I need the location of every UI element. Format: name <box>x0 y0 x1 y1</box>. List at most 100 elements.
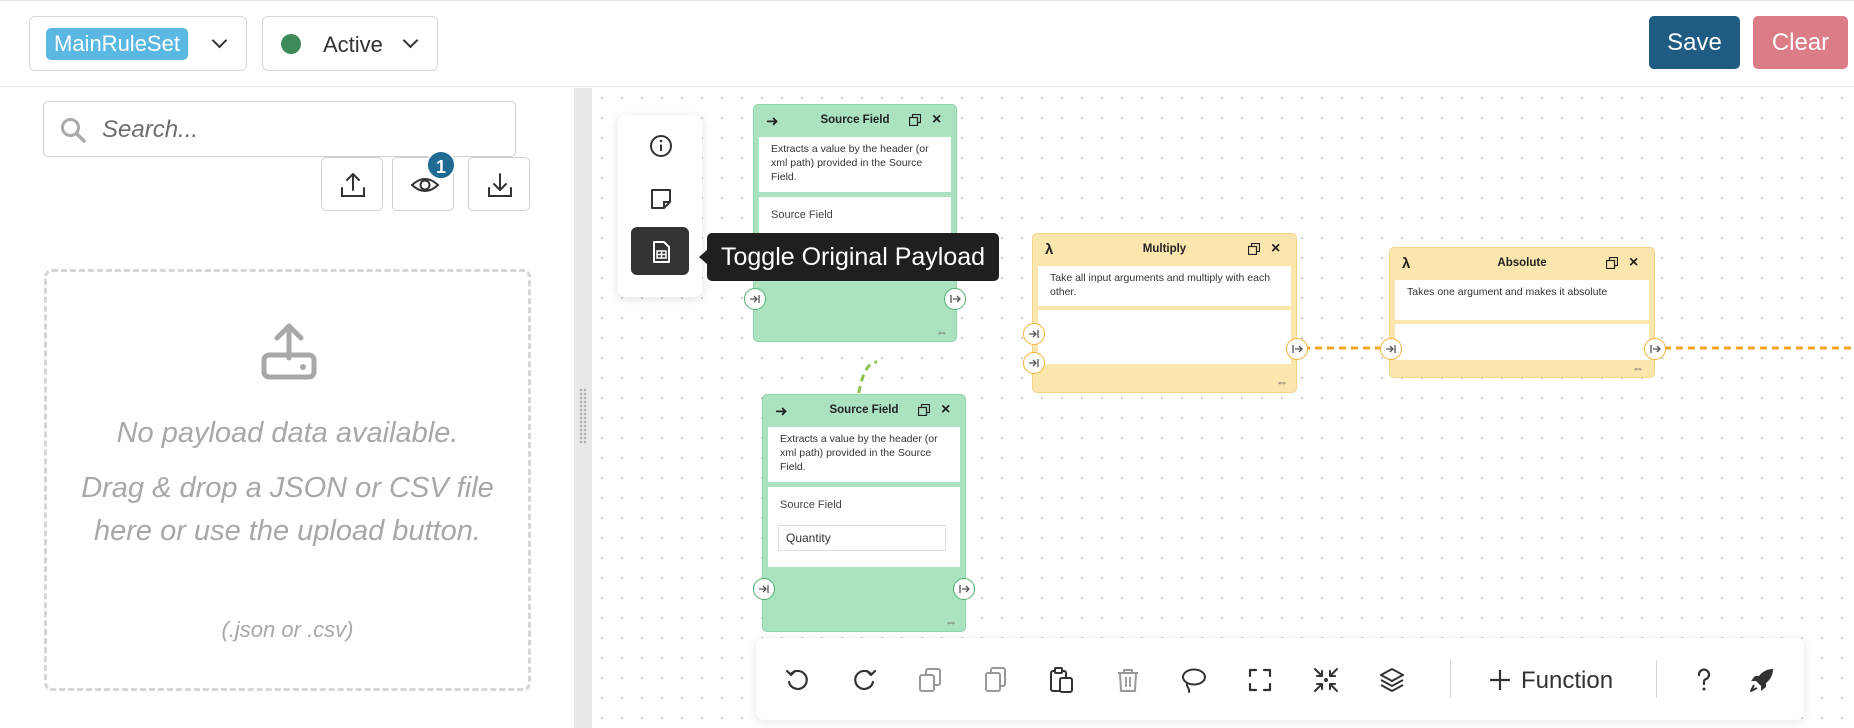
flow-canvas[interactable]: ➜ Source Field × Extracts a value by the… <box>592 88 1854 728</box>
copy-icon[interactable] <box>1606 257 1618 269</box>
redo-button[interactable] <box>844 660 884 700</box>
help-button[interactable] <box>1684 660 1724 700</box>
copy-icon <box>919 668 941 692</box>
upload-icon <box>261 323 317 380</box>
chevron-down-icon <box>211 32 228 49</box>
input-port[interactable] <box>1380 338 1402 360</box>
toolbar-divider <box>1656 660 1657 698</box>
resize-icon[interactable]: ⇔ <box>1632 361 1644 375</box>
port-out-icon <box>950 295 961 303</box>
download-payload-button[interactable] <box>468 157 530 211</box>
layers-icon <box>1380 668 1404 692</box>
node-absolute[interactable]: λ Absolute × Takes one argument and make… <box>1380 247 1666 378</box>
field-label: Source Field <box>780 499 842 511</box>
status-label: Active <box>323 32 383 57</box>
clear-button[interactable]: Clear <box>1753 16 1848 69</box>
header-top-divider <box>0 0 1854 1</box>
search-box <box>43 101 516 157</box>
input-port[interactable] <box>753 578 775 600</box>
node-header[interactable]: λ Absolute × <box>1390 248 1654 280</box>
copy-icon[interactable] <box>909 114 921 126</box>
search-input[interactable] <box>102 110 502 150</box>
upload-icon <box>341 173 365 197</box>
help-icon <box>1697 668 1711 691</box>
header: MainRuleSet Active Save Clear <box>0 0 1854 87</box>
fit-view-button[interactable] <box>1240 660 1280 700</box>
plus-icon <box>1490 670 1510 690</box>
tooltip: Toggle Original Payload <box>698 233 1000 281</box>
port-in-icon <box>759 585 769 593</box>
node-description: Extracts a value by the header (or xml p… <box>759 137 951 192</box>
node-body <box>1038 310 1291 364</box>
input-port[interactable] <box>744 288 766 310</box>
output-port[interactable] <box>944 288 966 310</box>
resize-icon[interactable]: ⇔ <box>936 325 948 339</box>
ruleset-select[interactable]: MainRuleSet <box>29 16 247 71</box>
duplicate-button[interactable] <box>976 660 1016 700</box>
layers-button[interactable] <box>1372 660 1412 700</box>
collapse-icon <box>1314 668 1338 692</box>
lasso-icon <box>1182 668 1206 693</box>
paste-button[interactable] <box>1042 660 1082 700</box>
resize-icon[interactable]: ⇔ <box>1276 375 1288 389</box>
node-source-field-2[interactable]: ➜ Source Field × Extracts a value by the… <box>753 394 975 632</box>
dropzone-instructions: Drag & drop a JSON or CSV file here or u… <box>81 472 494 547</box>
preview-count-badge: 1 <box>426 150 456 180</box>
close-icon[interactable]: × <box>932 111 942 128</box>
node-source-field-1[interactable]: ➜ Source Field × Extracts a value by the… <box>744 104 966 342</box>
undo-icon <box>785 669 808 691</box>
status-select[interactable]: Active <box>262 16 438 71</box>
node-description: Take all input arguments and multiply wi… <box>1038 266 1291 306</box>
ruleset-name: MainRuleSet <box>46 28 188 60</box>
save-button[interactable]: Save <box>1649 16 1740 69</box>
collapse-button[interactable] <box>1306 660 1346 700</box>
duplicate-icon <box>985 667 1006 692</box>
close-icon[interactable]: × <box>1271 240 1281 257</box>
deploy-button[interactable] <box>1742 660 1782 700</box>
node-header[interactable]: ➜ Source Field × <box>763 395 965 427</box>
input-port-2[interactable] <box>1023 352 1045 374</box>
info-button[interactable] <box>631 121 689 169</box>
payload-dropzone[interactable]: No payload data available. Drag & drop a… <box>44 269 531 691</box>
output-port[interactable] <box>1644 338 1666 360</box>
lambda-icon: λ <box>1045 241 1054 258</box>
undo-button[interactable] <box>778 660 818 700</box>
port-out-icon <box>1292 345 1303 353</box>
toggle-original-payload-button[interactable] <box>631 227 689 275</box>
output-port[interactable] <box>953 578 975 600</box>
arrow-right-icon: ➜ <box>775 403 788 420</box>
lasso-button[interactable] <box>1174 660 1214 700</box>
info-icon <box>650 135 672 157</box>
arrow-right-icon: ➜ <box>766 113 779 130</box>
input-port-1[interactable] <box>1023 323 1045 345</box>
source-field-input[interactable]: Quantity <box>778 525 946 551</box>
copy-icon[interactable] <box>918 404 930 416</box>
node-header[interactable]: ➜ Source Field × <box>754 105 956 137</box>
resize-icon[interactable]: ⇔ <box>945 615 957 629</box>
port-in-icon <box>1029 359 1039 367</box>
notes-button[interactable] <box>631 174 689 222</box>
trash-icon <box>1118 669 1138 692</box>
field-label: Source Field <box>771 209 833 221</box>
output-port[interactable] <box>1286 338 1308 360</box>
preview-payload-button[interactable]: 1 <box>392 150 456 211</box>
upload-payload-button[interactable] <box>321 157 383 211</box>
close-icon[interactable]: × <box>941 401 951 418</box>
node-multiply[interactable]: λ Multiply × Take all input arguments an… <box>1023 233 1308 393</box>
drag-handle-icon[interactable] <box>579 388 587 444</box>
node-description: Extracts a value by the header (or xml p… <box>768 427 960 482</box>
redo-icon <box>854 669 877 691</box>
delete-button[interactable] <box>1108 660 1148 700</box>
dropzone-title: No payload data available. <box>116 417 459 449</box>
canvas-toolbar: Function <box>756 638 1804 720</box>
download-icon <box>488 173 512 197</box>
table-icon <box>653 241 670 263</box>
copy-button[interactable] <box>910 660 950 700</box>
panel-splitter[interactable] <box>574 88 592 728</box>
close-icon[interactable]: × <box>1629 254 1639 271</box>
dropzone-extensions: (.json or .csv) <box>221 617 354 642</box>
copy-icon[interactable] <box>1248 243 1260 255</box>
port-in-icon <box>1386 345 1396 353</box>
node-field: Source Field Quantity <box>768 487 960 567</box>
node-header[interactable]: λ Multiply × <box>1033 234 1296 266</box>
